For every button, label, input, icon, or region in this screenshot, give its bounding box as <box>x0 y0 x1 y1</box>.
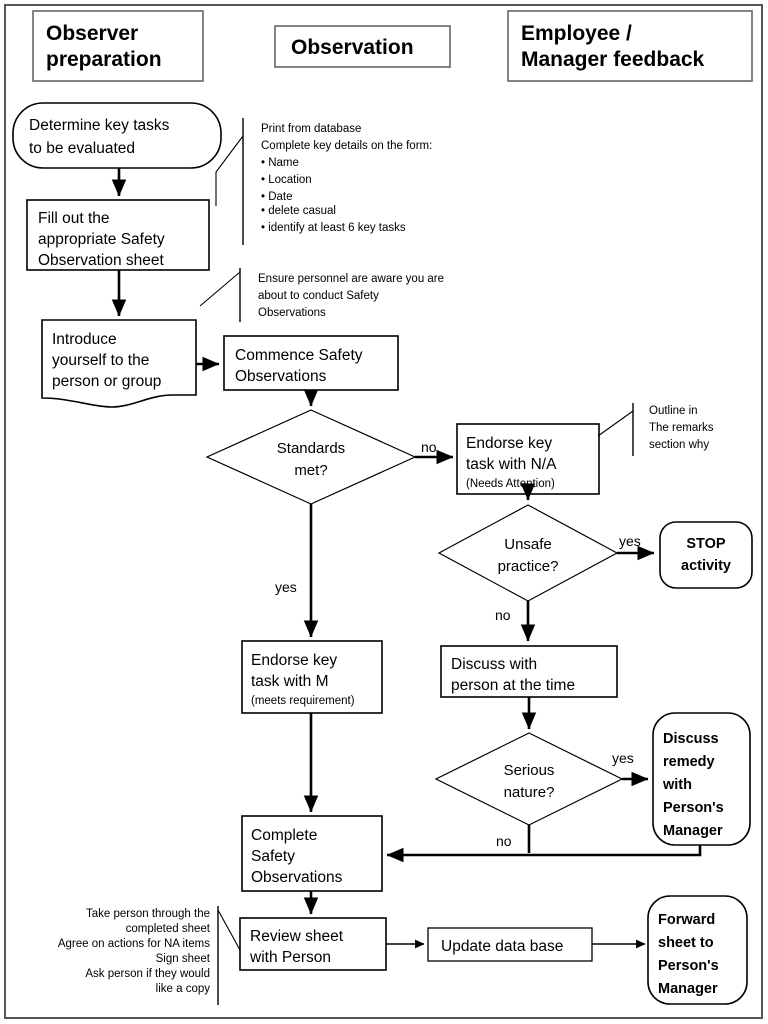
serious-nature-line2: nature? <box>504 784 555 801</box>
node-standards-met[interactable]: Standards met? <box>205 409 417 505</box>
node-endorse-na[interactable]: Endorse key task with N/A (Needs Attenti… <box>456 423 600 495</box>
stop-activity-line1: STOP <box>686 536 726 552</box>
header-observer-line1: Observer <box>46 22 138 45</box>
outline-remarks-line2: The remarks <box>649 422 714 434</box>
header-observation-line1: Observation <box>291 36 414 59</box>
review-actions-line4: Sign sheet <box>156 953 211 965</box>
commence-line1: Commence Safety <box>235 347 363 364</box>
header-feedback-line1: Employee / <box>521 22 632 45</box>
node-review-sheet[interactable]: Review sheet with Person <box>239 917 387 971</box>
node-determine-key-tasks[interactable]: Determine key tasks to be evaluated <box>12 102 222 169</box>
discuss-remedy-line1: Discuss <box>663 731 719 747</box>
column-header-observer-preparation: Observer preparation <box>32 10 204 82</box>
forward-sheet-line4: Manager <box>658 981 718 997</box>
node-introduce-yourself[interactable]: Introduce yourself to the person or grou… <box>41 319 197 408</box>
forward-sheet-line3: Person's <box>658 958 719 974</box>
column-header-employee-manager-feedback: Employee / Manager feedback <box>507 10 753 82</box>
introduce-yourself-line3: person or group <box>52 373 161 390</box>
note-ensure-personnel: Ensure personnel are aware you are about… <box>199 268 444 322</box>
page-border <box>4 4 763 1019</box>
ensure-personnel-line3: Observations <box>258 307 326 319</box>
node-discuss-remedy[interactable]: Discuss remedy with Person's Manager <box>652 712 751 846</box>
forward-sheet-line2: sheet to <box>658 935 714 951</box>
review-sheet-line2: with Person <box>249 949 331 966</box>
discuss-person-line2: person at the time <box>451 677 575 694</box>
node-forward-sheet[interactable]: Forward sheet to Person's Manager <box>647 895 748 1005</box>
note-outline-remarks: Outline in The remarks section why <box>597 403 714 456</box>
endorse-m-line1: Endorse key <box>251 652 337 669</box>
fill-out-sheet-line2: appropriate Safety <box>38 231 165 248</box>
discuss-person-line1: Discuss with <box>451 656 537 673</box>
header-observer-line2: preparation <box>46 48 162 71</box>
unsafe-practice-line2: practice? <box>498 558 559 575</box>
print-details-line6: • delete casual <box>261 205 336 217</box>
stop-activity-line2: activity <box>681 558 731 574</box>
print-details-line7: • identify at least 6 key tasks <box>261 222 406 234</box>
complete-line1: Complete <box>251 827 317 844</box>
discuss-remedy-line4: Person's <box>663 800 724 816</box>
review-actions-line5: Ask person if they would <box>85 968 210 980</box>
label-unsafe-yes: yes <box>619 533 641 549</box>
print-details-line1: Print from database <box>261 123 361 135</box>
node-fill-out-sheet[interactable]: Fill out the appropriate Safety Observat… <box>26 199 210 271</box>
discuss-remedy-line2: remedy <box>663 754 715 770</box>
update-database-label: Update data base <box>441 938 563 955</box>
node-unsafe-practice[interactable]: Unsafe practice? <box>437 504 619 602</box>
commence-line2: Observations <box>235 368 327 385</box>
node-stop-activity[interactable]: STOP activity <box>659 521 753 589</box>
ensure-personnel-line1: Ensure personnel are aware you are <box>258 273 444 285</box>
outline-remarks-line1: Outline in <box>649 405 698 417</box>
label-serious-no: no <box>496 833 512 849</box>
review-actions-line3: Agree on actions for NA items <box>58 938 210 950</box>
print-details-line3: • Name <box>261 157 299 169</box>
note-print-details: Print from database Complete key details… <box>215 118 432 245</box>
fill-out-sheet-line1: Fill out the <box>38 210 110 227</box>
print-details-line2: Complete key details on the form: <box>261 140 432 152</box>
node-endorse-m[interactable]: Endorse key task with M (meets requireme… <box>241 640 383 714</box>
standards-met-line2: met? <box>294 462 327 479</box>
label-standards-no: no <box>421 439 437 455</box>
determine-key-tasks-line1: Determine key tasks <box>29 117 170 134</box>
node-complete-safety-observations[interactable]: Complete Safety Observations <box>241 815 383 892</box>
ensure-personnel-line2: about to conduct Safety <box>258 290 379 302</box>
review-actions-line2: completed sheet <box>126 923 211 935</box>
fill-out-sheet-line3: Observation sheet <box>38 252 164 269</box>
node-commence-safety-observations[interactable]: Commence Safety Observations <box>223 335 399 391</box>
endorse-na-sub: (Needs Attention) <box>466 478 555 490</box>
label-standards-yes: yes <box>275 579 297 595</box>
discuss-remedy-line5: Manager <box>663 823 723 839</box>
column-header-observation: Observation <box>274 25 451 68</box>
unsafe-practice-line1: Unsafe <box>504 536 552 553</box>
forward-sheet-line1: Forward <box>658 912 715 928</box>
review-actions-line6: like a copy <box>156 983 211 995</box>
print-details-line4: • Location <box>261 174 312 186</box>
node-update-database[interactable]: Update data base <box>427 927 593 962</box>
edge-remedy-return-to-complete <box>386 845 702 863</box>
review-sheet-line1: Review sheet <box>250 928 344 945</box>
endorse-na-line1: Endorse key <box>466 435 552 452</box>
serious-nature-line1: Serious <box>504 762 555 779</box>
review-actions-line1: Take person through the <box>86 908 210 920</box>
discuss-remedy-line3: with <box>662 777 692 793</box>
label-unsafe-no: no <box>495 607 511 623</box>
endorse-na-line2: task with N/A <box>466 456 557 473</box>
node-serious-nature[interactable]: Serious nature? <box>434 732 624 826</box>
label-serious-yes: yes <box>612 750 634 766</box>
complete-line2: Safety <box>251 848 295 865</box>
endorse-m-line2: task with M <box>251 673 329 690</box>
note-review-actions: Take person through the completed sheet … <box>58 906 241 1005</box>
standards-met-line1: Standards <box>277 440 345 457</box>
node-discuss-with-person[interactable]: Discuss with person at the time <box>440 645 618 698</box>
header-feedback-line2: Manager feedback <box>521 48 705 71</box>
determine-key-tasks-line2: to be evaluated <box>29 140 135 157</box>
introduce-yourself-line1: Introduce <box>52 331 117 348</box>
complete-line3: Observations <box>251 869 343 886</box>
print-details-line5: • Date <box>261 191 293 203</box>
endorse-m-sub: (meets requirement) <box>251 695 355 707</box>
introduce-yourself-line2: yourself to the <box>52 352 149 369</box>
outline-remarks-line3: section why <box>649 439 709 451</box>
